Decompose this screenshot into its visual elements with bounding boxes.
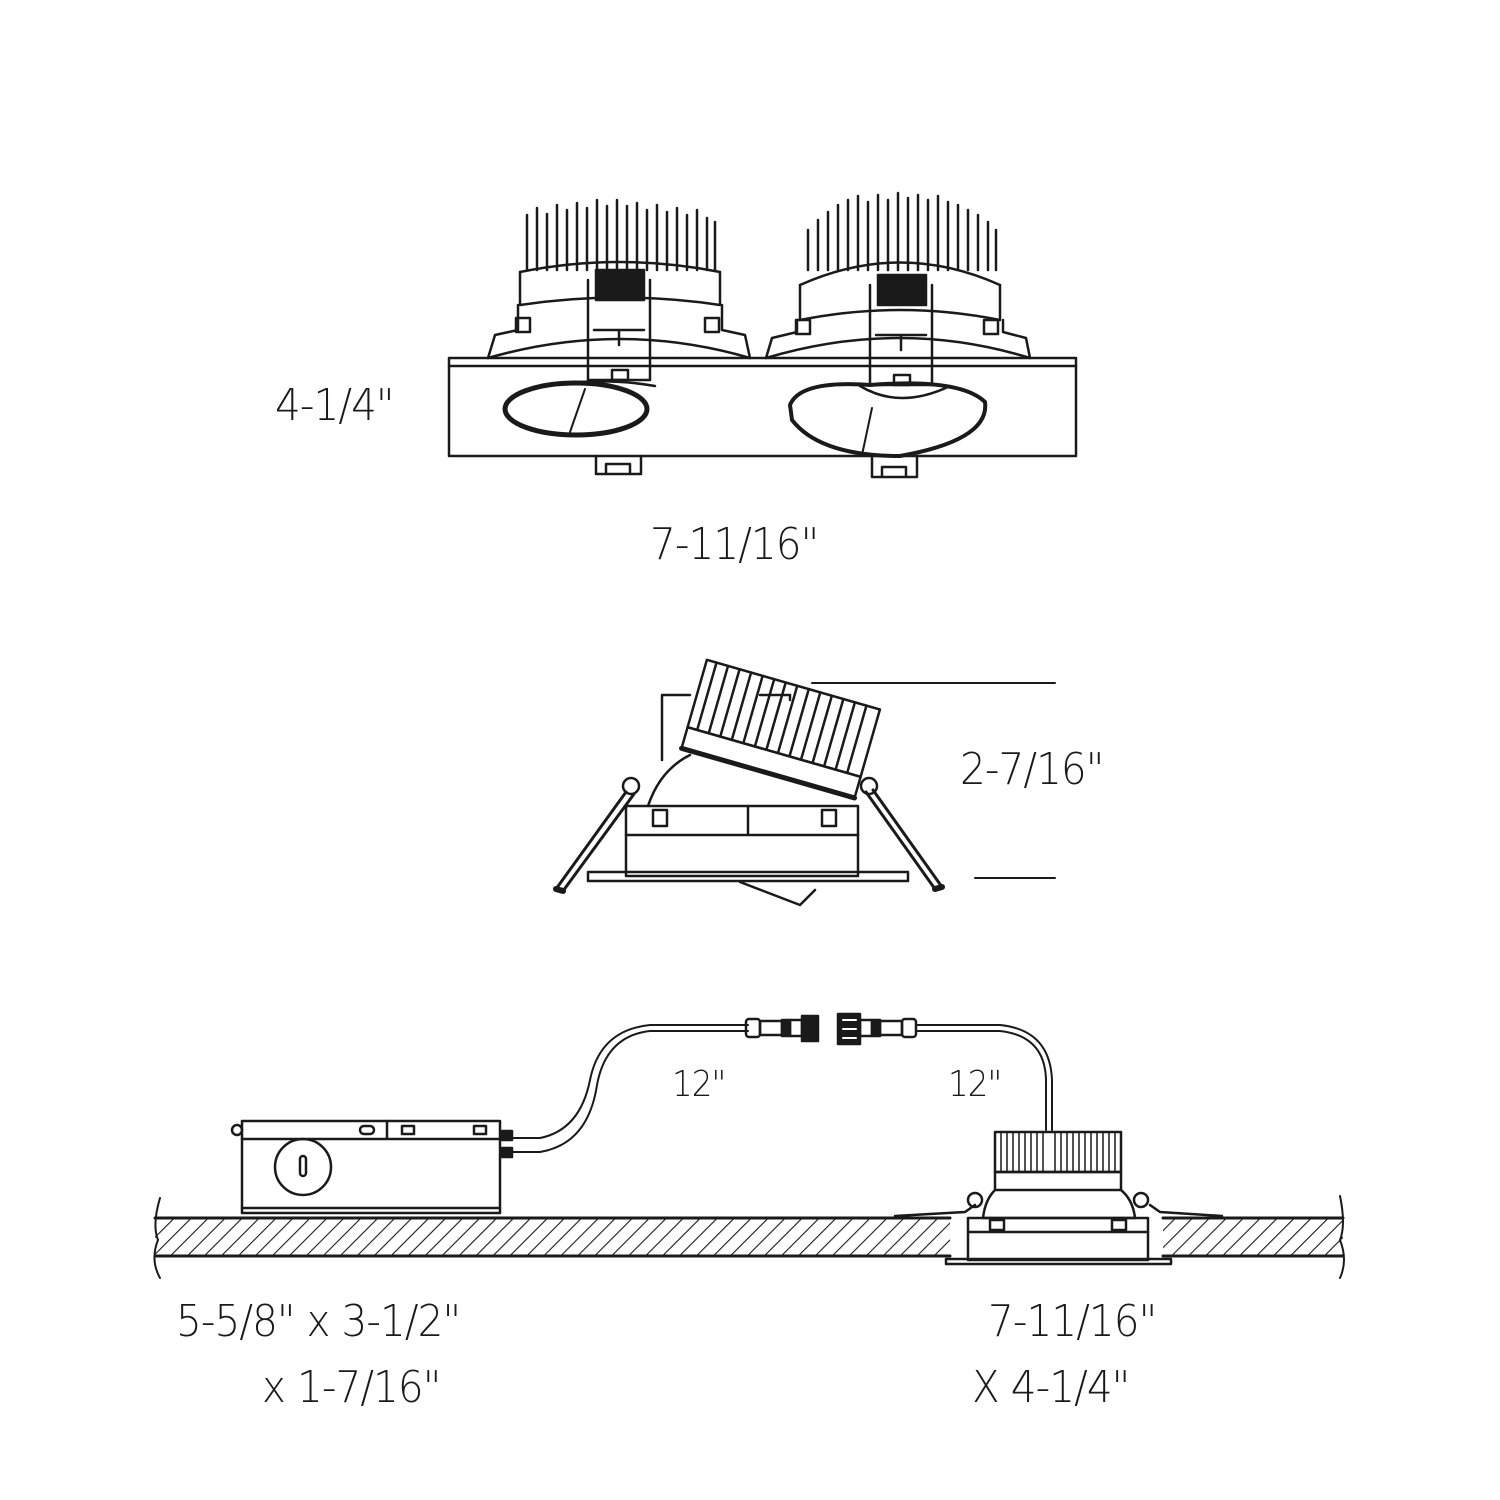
right-aperture <box>788 381 988 458</box>
side-height-label: 2-7/16" <box>960 744 1104 795</box>
front-width-label: 7-11/16" <box>650 519 819 570</box>
cable-right <box>915 1024 1053 1131</box>
installation-view <box>153 1012 1345 1279</box>
trim-dims-line2: X 4-1/4" <box>972 1362 1130 1413</box>
left-aperture <box>502 380 657 438</box>
installed-fixture <box>893 1130 1224 1266</box>
cable-left <box>511 1024 749 1139</box>
driver-box-dims-line1: 5-5/8" x 3-1/2" <box>176 1296 461 1347</box>
cable-right-length-label: 12" <box>948 1064 1002 1105</box>
connector-right <box>836 1012 918 1046</box>
ceiling-right <box>1163 1218 1343 1256</box>
trim-plate <box>447 356 1078 458</box>
ceiling-left <box>155 1218 950 1256</box>
cable-left-length-label: 12" <box>672 1064 726 1105</box>
driver-box <box>230 1119 514 1215</box>
trim-dims-line1: 7-11/16" <box>988 1296 1157 1347</box>
driver-box-dims-line2: x 1-7/16" <box>262 1362 441 1413</box>
left-heatsink <box>486 198 752 382</box>
front-view-fixture <box>447 191 1078 479</box>
front-height-label: 4-1/4" <box>275 380 395 431</box>
connector-left <box>744 1014 820 1043</box>
right-heatsink <box>764 191 1032 387</box>
side-view-fixture <box>553 658 1056 907</box>
